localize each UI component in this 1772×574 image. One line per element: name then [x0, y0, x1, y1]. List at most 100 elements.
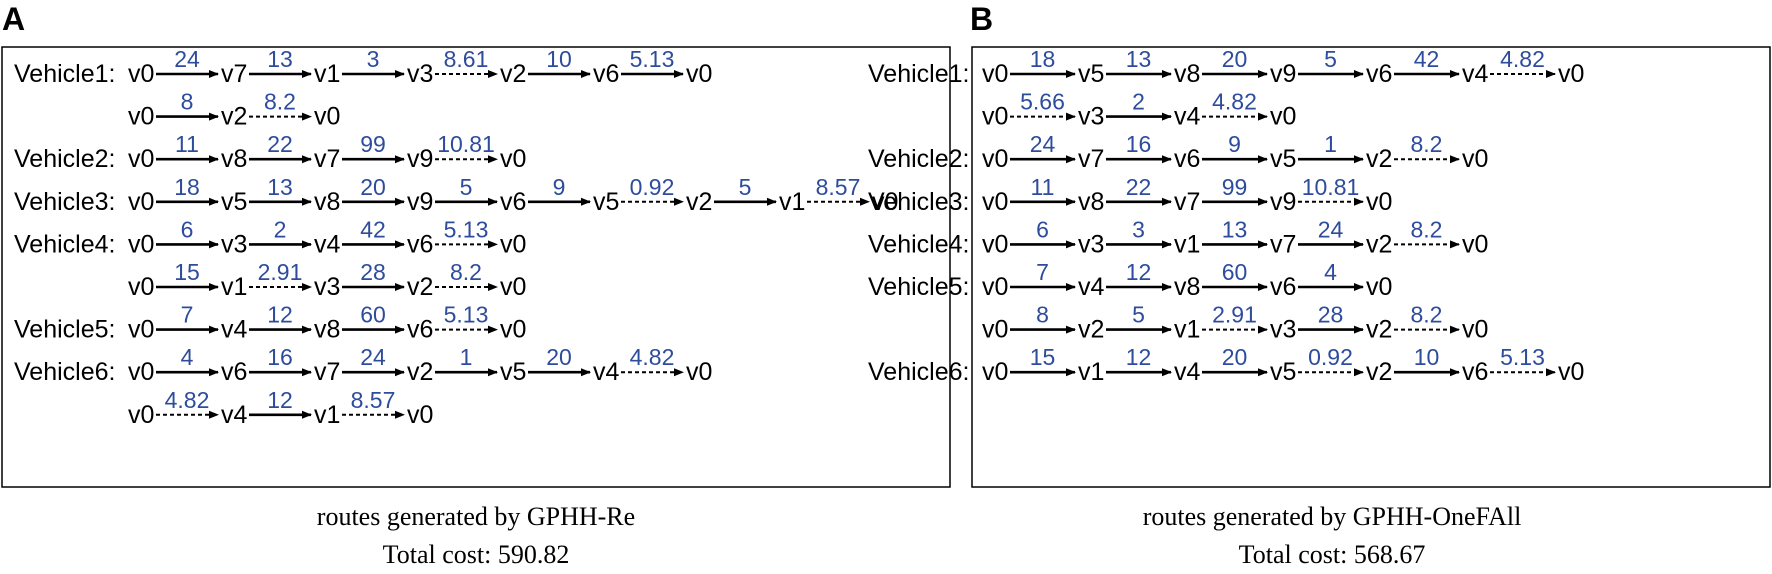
vehicle-label: Vehicle4:	[14, 230, 115, 258]
panel-b-total-cost: Total cost: 568.67	[1239, 540, 1426, 569]
route-node: v3	[1078, 103, 1104, 131]
route-node: v2	[407, 273, 433, 301]
route-node: v4	[1462, 60, 1489, 88]
route-node: v2	[1366, 145, 1392, 173]
edge-cost-label: 60	[360, 302, 386, 328]
route-node: v0	[1270, 103, 1296, 131]
edge-cost-label: 2.91	[258, 259, 303, 285]
edge-cost-label: 13	[267, 46, 293, 72]
edge-cost-label: 4.82	[1212, 89, 1257, 115]
route-node: v5	[1078, 60, 1104, 88]
edge-cost-label: 8.2	[450, 259, 482, 285]
route-node: v0	[1462, 230, 1488, 258]
edge-cost-label: 24	[360, 344, 386, 370]
edge-cost-label: 28	[1318, 302, 1344, 328]
route-node: v2	[1366, 316, 1392, 344]
edge-cost-label: 11	[175, 131, 199, 157]
route-node: v0	[128, 316, 154, 344]
route-node: v6	[1462, 358, 1488, 386]
edge-cost-label: 15	[174, 259, 200, 285]
route-node: v8	[314, 316, 340, 344]
route-node: v0	[872, 188, 898, 216]
route-row: Vehicle3:v018v513v820v95v69v50.92v25v18.…	[14, 174, 898, 216]
edge-cost-label: 13	[267, 174, 293, 200]
route-node: v2	[407, 358, 433, 386]
edge-cost-label: 10.81	[437, 131, 495, 157]
panel-a-letter: A	[2, 1, 25, 37]
panel-b-letter: B	[970, 1, 993, 37]
edge-cost-label: 2	[1132, 89, 1145, 115]
route-node: v4	[1174, 358, 1201, 386]
route-node: v4	[1078, 273, 1105, 301]
vehicle-label: Vehicle1:	[14, 60, 115, 88]
route-node: v8	[1174, 60, 1200, 88]
vehicle-label: Vehicle2:	[868, 145, 969, 173]
edge-cost-label: 16	[267, 344, 293, 370]
route-node: v0	[1558, 60, 1584, 88]
route-node: v4	[593, 358, 620, 386]
route-node: v0	[982, 145, 1008, 173]
route-node: v6	[500, 188, 526, 216]
edge-cost-label: 10	[546, 46, 572, 72]
edge-cost-label: 13	[1126, 46, 1152, 72]
edge-cost-label: 4.82	[165, 387, 210, 413]
route-node: v0	[1366, 188, 1392, 216]
edge-cost-label: 4.82	[630, 344, 675, 370]
edge-cost-label: 7	[1036, 259, 1049, 285]
route-node: v0	[686, 60, 712, 88]
route-node: v5	[500, 358, 526, 386]
edge-cost-label: 7	[181, 302, 194, 328]
edge-cost-label: 18	[1030, 46, 1056, 72]
route-node: v6	[593, 60, 619, 88]
edge-cost-label: 6	[181, 216, 194, 242]
route-node: v1	[1174, 230, 1200, 258]
route-node: v0	[128, 103, 154, 131]
route-node: v0	[1558, 358, 1584, 386]
route-node: v0	[982, 273, 1008, 301]
edge-cost-label: 8.2	[1411, 302, 1443, 328]
route-node: v0	[982, 358, 1008, 386]
vehicle-label: Vehicle2:	[14, 145, 115, 173]
edge-cost-label: 4	[1324, 259, 1337, 285]
route-node: v4	[1174, 103, 1201, 131]
route-node: v0	[982, 60, 1008, 88]
edge-cost-label: 12	[1126, 344, 1152, 370]
route-node: v7	[221, 60, 247, 88]
vehicle-label: Vehicle5:	[14, 316, 115, 344]
route-node: v8	[1174, 273, 1200, 301]
edge-cost-label: 6	[1036, 216, 1049, 242]
route-node: v3	[407, 60, 433, 88]
route-node: v4	[221, 316, 248, 344]
edge-cost-label: 5.13	[444, 216, 489, 242]
route-node: v6	[1174, 145, 1200, 173]
edge-cost-label: 5	[1324, 46, 1337, 72]
route-node: v0	[1462, 316, 1488, 344]
edge-cost-label: 28	[360, 259, 386, 285]
vehicle-label: Vehicle5:	[868, 273, 969, 301]
edge-cost-label: 8.2	[264, 89, 296, 115]
edge-cost-label: 5.66	[1020, 89, 1065, 115]
panel-b-frame	[971, 46, 1771, 488]
route-node: v0	[982, 103, 1008, 131]
edge-cost-label: 8	[181, 89, 194, 115]
edge-cost-label: 12	[267, 302, 293, 328]
route-node: v7	[1174, 188, 1200, 216]
route-node: v6	[221, 358, 247, 386]
route-node: v9	[407, 145, 433, 173]
route-node: v0	[407, 401, 433, 429]
vehicle-label: Vehicle6:	[868, 358, 969, 386]
route-node: v4	[221, 401, 248, 429]
edge-cost-label: 11	[1031, 174, 1055, 200]
route-node: v0	[128, 401, 154, 429]
edge-cost-label: 60	[1222, 259, 1248, 285]
edge-cost-label: 8.2	[1411, 131, 1443, 157]
